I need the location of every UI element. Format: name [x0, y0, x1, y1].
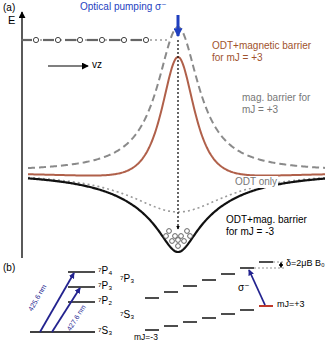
- level-label: ⁷P₄: [98, 265, 112, 277]
- s-sublevel: [183, 321, 197, 322]
- atom: [77, 37, 82, 42]
- odt-barrier-minus3-curve: [28, 178, 325, 252]
- atom: [33, 37, 38, 42]
- s-sublevel: [221, 313, 235, 314]
- sigma-arrow: [249, 270, 265, 305]
- s-sublevel: [145, 329, 159, 330]
- s-sublevel: [164, 325, 178, 326]
- odt-barrier-plus3-curve: [28, 57, 325, 176]
- atom-streak: [131, 39, 142, 41]
- splitting-arrow: [281, 263, 282, 268]
- pumping-arrow: [177, 15, 180, 36]
- velocity-label: vz: [92, 59, 102, 71]
- energy-level: [68, 286, 95, 287]
- trapped-atom: [176, 244, 181, 249]
- level-label: ⁷S₃: [120, 309, 134, 321]
- mag-barrier-curve: [28, 27, 325, 168]
- trapped-atom: [167, 229, 172, 234]
- s-sublevel: [259, 305, 273, 307]
- level-extension: [254, 268, 284, 269]
- energy-level: [68, 271, 95, 272]
- panel-label: (a): [3, 2, 15, 14]
- curve-label: ODT only: [234, 176, 278, 188]
- pumping-label: Optical pumping σ⁻: [80, 1, 167, 13]
- atom: [121, 37, 126, 42]
- polarization-label: σ⁻: [238, 282, 249, 294]
- curve-label: ODT+magnetic barrier for mJ = +3: [212, 40, 320, 63]
- trapped-atom: [182, 239, 187, 244]
- level-label: ⁷P₂: [98, 295, 112, 307]
- level-label: ⁷P₃: [98, 280, 112, 292]
- trapped-atom: [176, 238, 181, 243]
- axis-label: E: [8, 14, 15, 27]
- p-sublevel: [259, 261, 273, 262]
- p-sublevel: [240, 267, 254, 268]
- curve-label: ODT+mag. barrier for mJ = -3: [226, 214, 316, 237]
- sublevel-label: mJ=+3: [277, 299, 305, 309]
- velocity-arrow: [48, 65, 88, 66]
- trapped-atom: [185, 229, 190, 234]
- atom-streak: [109, 39, 120, 41]
- splitting-label: δ=2μB B₀: [286, 258, 325, 268]
- atom: [99, 37, 104, 42]
- atom: [55, 37, 60, 42]
- panel-label: (b): [3, 262, 15, 274]
- atom-streak: [43, 39, 54, 41]
- curve-label: mag. barrier for mJ = +3: [242, 92, 314, 115]
- p-sublevel: [202, 279, 216, 280]
- sublevel-label: mJ=-3: [134, 333, 158, 343]
- p-sublevel: [164, 291, 178, 292]
- atom-streak: [87, 39, 98, 41]
- p-sublevel: [145, 297, 159, 298]
- s-sublevel: [202, 317, 216, 318]
- atom-streak: [65, 39, 76, 41]
- transfer-arrow: [177, 40, 178, 229]
- level-label: ⁷S₃: [98, 325, 112, 337]
- atom-streak: [21, 39, 32, 41]
- p-sublevel: [183, 285, 197, 286]
- energy-axis: [21, 12, 22, 258]
- trapped-atom: [170, 239, 175, 244]
- atom: [143, 37, 148, 42]
- level-label: ⁷P₃: [120, 273, 134, 285]
- trapped-atom: [164, 234, 169, 239]
- trapped-atom: [188, 234, 193, 239]
- s-sublevel: [240, 309, 254, 310]
- level-extension: [273, 262, 284, 263]
- p-sublevel: [221, 273, 235, 274]
- wavelength-label: 427.6 nm: [66, 303, 88, 332]
- wavelength-label: 425.6 nm: [27, 283, 49, 312]
